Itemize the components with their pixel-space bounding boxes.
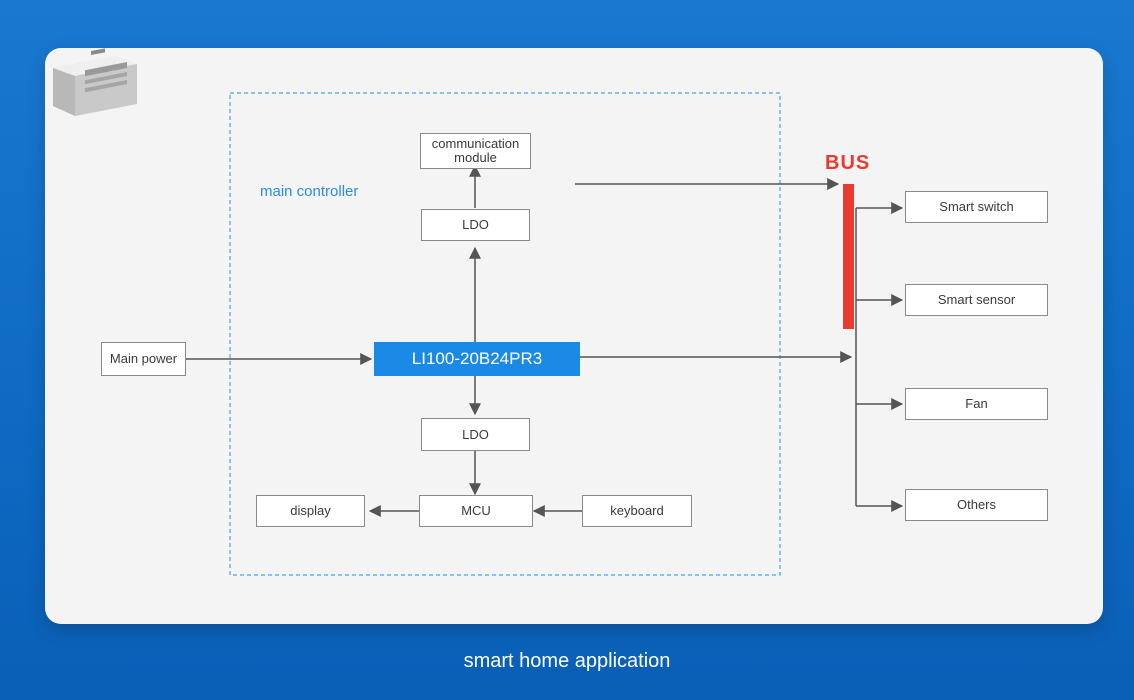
display-label: display [290, 503, 331, 518]
keyboard-box: keyboard [582, 495, 692, 527]
smart-switch-box: Smart switch [905, 191, 1048, 223]
mcu-label: MCU [461, 503, 491, 518]
diagram-card: main controller BUS communication module… [45, 48, 1103, 624]
bus-label: BUS [825, 152, 871, 174]
comm-module-line2: module [454, 150, 497, 165]
din-rail-power-module-image [53, 48, 137, 116]
ldo-top-box: LDO [421, 209, 530, 241]
comm-module-line1: communication [431, 136, 520, 151]
module-model-label: LI100-20B24PR3 [411, 349, 543, 368]
fan-box: Fan [905, 388, 1048, 420]
ldo-bottom-label: LDO [462, 426, 489, 442]
others-label: Others [956, 497, 996, 512]
ldo-bottom-box: LDO [421, 418, 530, 451]
bus-bar [843, 184, 854, 329]
others-box: Others [905, 489, 1048, 521]
ldo-top-label: LDO [462, 217, 489, 232]
communication-module-box: communication module [420, 133, 531, 169]
main-power-box: Main power [101, 342, 186, 376]
keyboard-label: keyboard [610, 503, 664, 518]
main-controller-group [229, 92, 781, 576]
display-box: display [256, 495, 365, 527]
li100-module-box: LI100-20B24PR3 [374, 342, 580, 376]
fan-label: Fan [965, 396, 988, 411]
connector-layer [185, 92, 904, 576]
footer-caption: smart home application [463, 650, 671, 672]
smart-switch-label: Smart switch [939, 199, 1014, 214]
smart-sensor-label: Smart sensor [937, 292, 1016, 307]
main-power-label: Main power [109, 351, 178, 366]
mcu-box: MCU [419, 495, 533, 527]
smart-sensor-box: Smart sensor [905, 284, 1048, 316]
main-controller-label: main controller [260, 183, 359, 200]
